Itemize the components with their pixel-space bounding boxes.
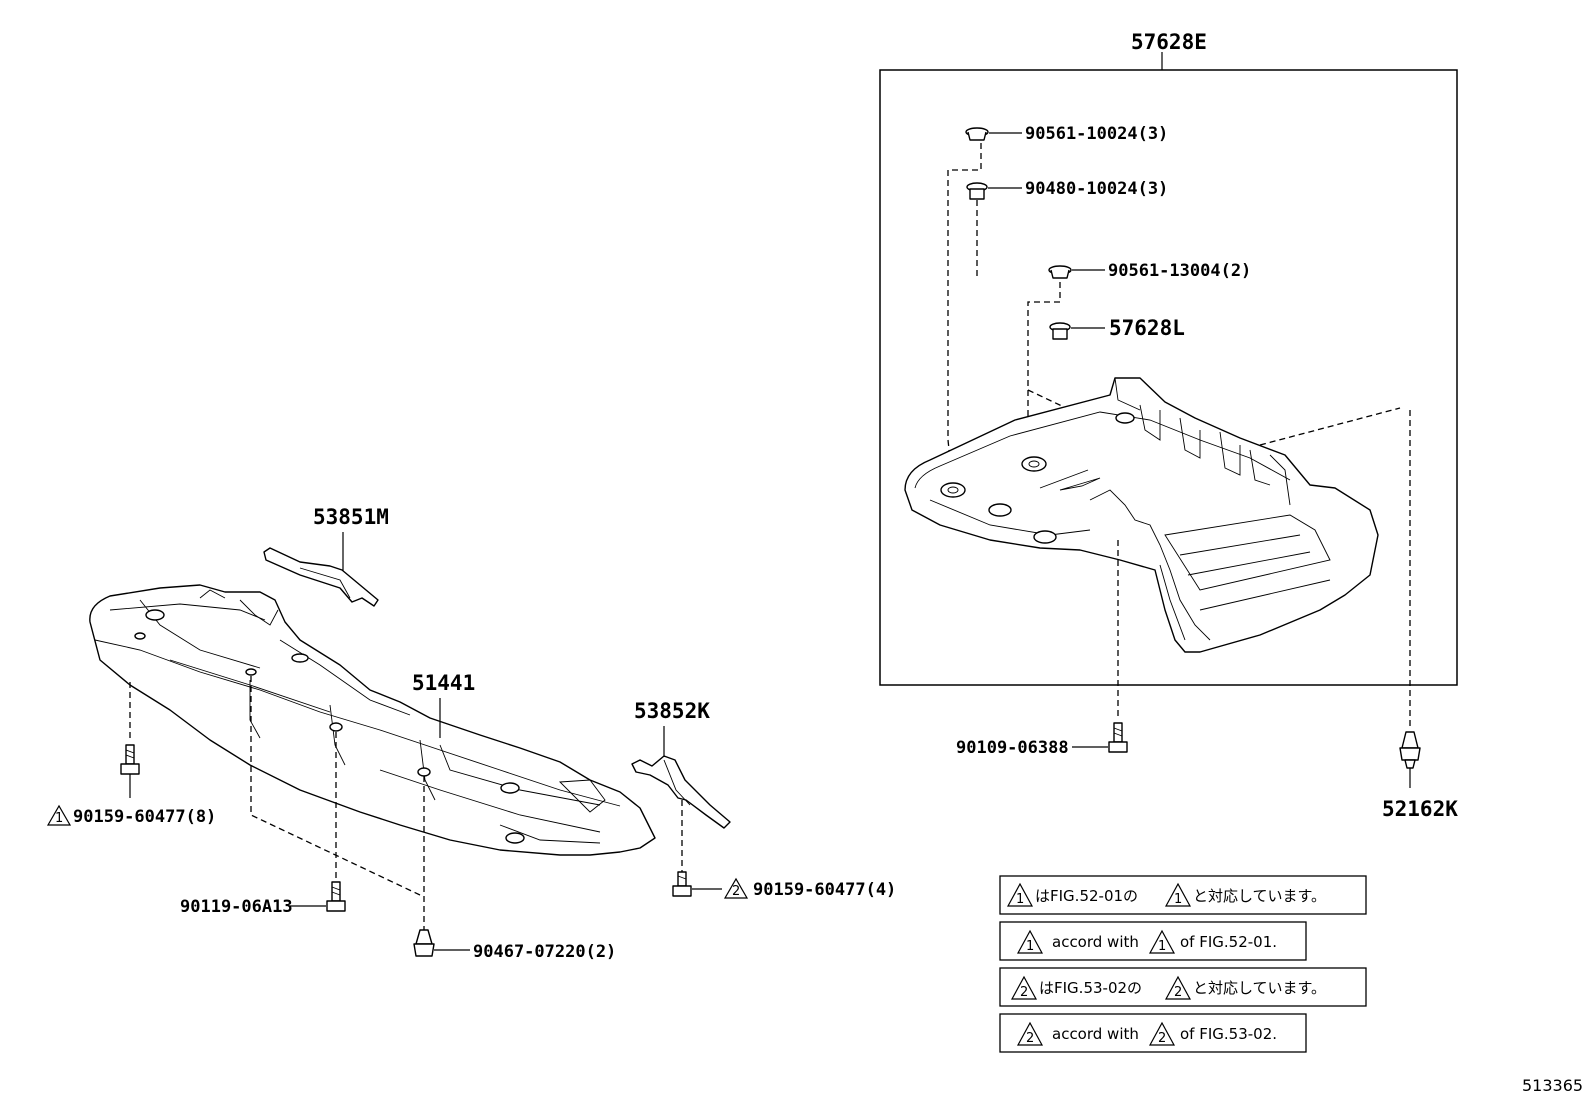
grommet-90561-13004-icon[interactable] [1048, 265, 1072, 279]
svg-text:1: 1 [1016, 892, 1024, 907]
label-90561-10024[interactable]: 90561-10024(3) [1025, 124, 1168, 144]
bracket-53852K[interactable] [631, 755, 731, 829]
marker-triangle-2-a: 2 [723, 877, 749, 899]
label-90119-06A13[interactable]: 90119-06A13 [180, 897, 293, 917]
label-90109-06388[interactable]: 90109-06388 [956, 738, 1069, 758]
note-2-en-part-b: of FIG.53-02. [1180, 1025, 1277, 1043]
grommet-90561-10024-icon[interactable] [965, 127, 989, 141]
label-51441[interactable]: 51441 [412, 671, 475, 695]
dash-line-90467-a [250, 676, 421, 896]
clip-52162K-icon[interactable] [1399, 731, 1421, 769]
svg-text:1: 1 [55, 811, 63, 826]
note-2-en-part-a: accord with [1052, 1025, 1139, 1043]
label-90467-07220[interactable]: 90467-07220(2) [473, 942, 616, 962]
svg-text:2: 2 [732, 884, 740, 899]
note-box-1-en: 1 accord with 1 of FIG.52-01. [999, 921, 1307, 961]
note-1-en-part-b: of FIG.52-01. [1180, 933, 1277, 951]
note-box-2-jp: 2 はFIG.53-02の 2 と対応しています。 [999, 967, 1367, 1007]
svg-text:2: 2 [1158, 1031, 1166, 1046]
label-53851M[interactable]: 53851M [313, 505, 389, 529]
nut-57628L-icon[interactable] [1049, 322, 1071, 340]
note-box-2-en: 2 accord with 2 of FIG.53-02. [999, 1013, 1307, 1053]
label-53852K[interactable]: 53852K [634, 699, 710, 723]
marker-triangle-1-a: 1 [46, 804, 72, 826]
label-52162K[interactable]: 52162K [1382, 797, 1458, 821]
note-2-jp-part-a: はFIG.53-02の [1039, 979, 1142, 997]
front-undercover-51441[interactable] [89, 584, 656, 856]
svg-text:1: 1 [1174, 892, 1182, 907]
figure-id: 513365 [1522, 1076, 1583, 1095]
label-90159-60477-4[interactable]: 90159-60477(4) [753, 880, 896, 900]
bolt-90159-60477-8-icon[interactable] [120, 744, 140, 775]
rear-undercover-group: 57628E 90561-10024(3) 90480-10024(3) 905… [879, 30, 1458, 821]
clip-90467-07220-icon[interactable] [413, 929, 435, 957]
bolt-90109-06388-icon[interactable] [1108, 722, 1128, 753]
note-1-jp-part-a: はFIG.52-01の [1035, 887, 1138, 905]
svg-text:2: 2 [1020, 985, 1028, 1000]
label-90159-60477-8[interactable]: 90159-60477(8) [73, 807, 216, 827]
note-1-en-part-a: accord with [1052, 933, 1139, 951]
label-90561-13004[interactable]: 90561-13004(2) [1108, 261, 1251, 281]
svg-text:1: 1 [1158, 939, 1166, 954]
label-57628E[interactable]: 57628E [1131, 30, 1207, 54]
front-undercover-group: 53851M [46, 505, 896, 962]
bracket-53851M[interactable] [263, 547, 379, 607]
nut-90480-10024-icon[interactable] [966, 182, 988, 200]
note-box-1-jp: 1 はFIG.52-01の 1 と対応しています。 [999, 875, 1367, 915]
bolt-90119-06A13-icon[interactable] [326, 881, 346, 912]
svg-text:2: 2 [1026, 1031, 1034, 1046]
assembly-box-57628E [879, 69, 1458, 686]
svg-text:2: 2 [1174, 985, 1182, 1000]
label-57628L[interactable]: 57628L [1109, 316, 1185, 340]
rear-undercover-panel[interactable] [904, 377, 1401, 653]
dash-line-grommet-b [1027, 282, 1061, 460]
note-1-jp-part-b: と対応しています。 [1193, 887, 1326, 905]
note-2-jp-part-b: と対応しています。 [1193, 979, 1326, 997]
label-90480-10024[interactable]: 90480-10024(3) [1025, 179, 1168, 199]
svg-text:1: 1 [1026, 939, 1034, 954]
bolt-90159-60477-4-icon[interactable] [672, 871, 692, 897]
